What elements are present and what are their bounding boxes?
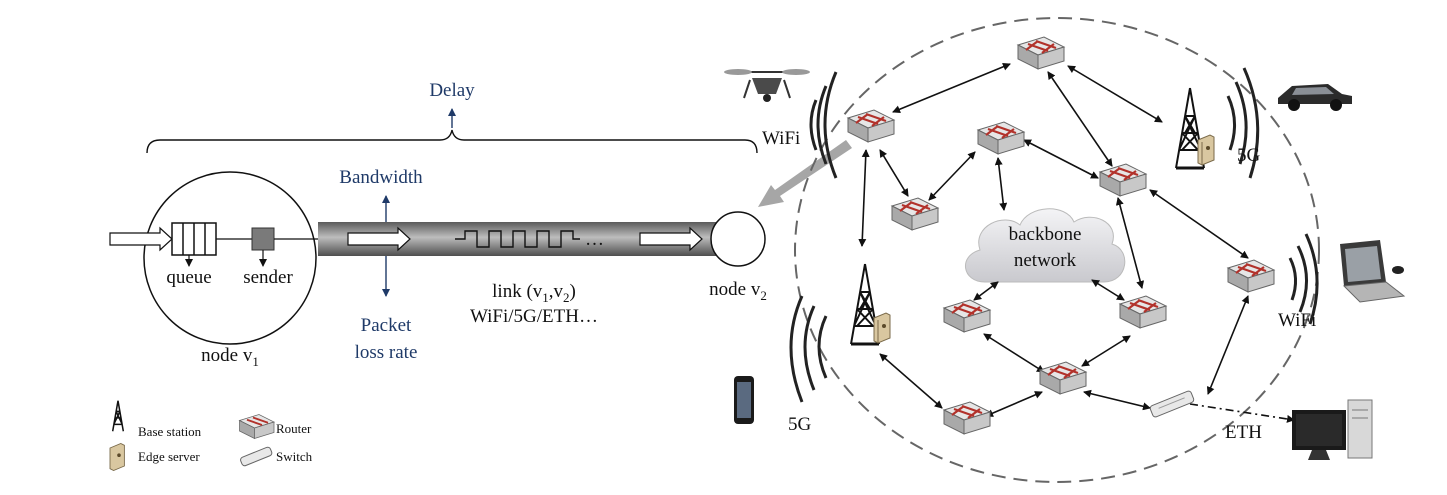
backbone-label-1: backbone bbox=[1009, 224, 1082, 245]
switch-icon bbox=[240, 446, 273, 467]
desktop-computer-icon bbox=[1292, 399, 1373, 460]
eth-label: ETH bbox=[1225, 422, 1262, 443]
queue-icon bbox=[171, 222, 217, 256]
packet-loss-label-1: Packet bbox=[361, 315, 412, 336]
legend-switch: Switch bbox=[276, 449, 313, 464]
wireless-signal-icon bbox=[809, 71, 838, 179]
queue-label: queue bbox=[166, 267, 211, 288]
backbone-cloud bbox=[964, 208, 1126, 283]
wireless-signal-icon bbox=[789, 295, 828, 403]
laptop-icon bbox=[1340, 240, 1406, 303]
switch-icon bbox=[1149, 390, 1195, 418]
bandwidth-label: Bandwidth bbox=[339, 167, 423, 188]
link-label: link (v1,v2) bbox=[492, 281, 576, 305]
wifi-right-label: WiFi bbox=[1278, 310, 1316, 331]
legend-router: Router bbox=[276, 421, 312, 436]
edge-server-icon bbox=[109, 443, 125, 471]
router-icon bbox=[238, 414, 276, 440]
input-arrow bbox=[109, 226, 173, 252]
router-icon bbox=[942, 298, 992, 334]
delay-brace bbox=[146, 129, 758, 154]
legend-edge-server: Edge server bbox=[138, 449, 200, 464]
wireless-signal-icon bbox=[1226, 67, 1260, 179]
router-icon bbox=[1226, 258, 1276, 294]
router-icon bbox=[976, 120, 1026, 156]
router-icon bbox=[1038, 360, 1088, 396]
node-v1-label: node v1 bbox=[201, 345, 259, 369]
wireless-signal-icon bbox=[1288, 233, 1319, 325]
network-boundary bbox=[794, 17, 1320, 483]
router-icon bbox=[1016, 35, 1066, 71]
packet-arrow-2 bbox=[639, 226, 703, 252]
smartphone-icon bbox=[734, 376, 754, 424]
5g-bottom-label: 5G bbox=[788, 414, 812, 435]
node-v2-circle bbox=[710, 211, 766, 267]
legend: Base station Edge server Router Switch bbox=[109, 400, 313, 471]
node-v2-label: node v2 bbox=[709, 279, 767, 303]
sender-icon bbox=[251, 227, 275, 251]
network-links bbox=[858, 62, 1295, 423]
edge-server-icon bbox=[1197, 134, 1215, 166]
zoom-arrow bbox=[758, 140, 852, 207]
router-icon bbox=[942, 400, 992, 436]
drone-icon bbox=[724, 69, 810, 102]
router-icon bbox=[846, 108, 896, 144]
base-station-icon bbox=[111, 400, 125, 432]
router-icon bbox=[1118, 294, 1168, 330]
signal-wave bbox=[455, 230, 580, 248]
packet-arrow-1 bbox=[347, 226, 411, 252]
wifi-left-label: WiFi bbox=[762, 128, 800, 149]
edge-server-icon bbox=[873, 312, 891, 344]
link-type-label: WiFi/5G/ETH… bbox=[470, 306, 598, 327]
delay-label: Delay bbox=[429, 80, 475, 101]
5g-top-label: 5G bbox=[1237, 145, 1261, 166]
router-icon bbox=[1098, 162, 1148, 198]
router-icon bbox=[890, 196, 940, 232]
sender-label: sender bbox=[243, 267, 293, 288]
packet-loss-label-2: loss rate bbox=[355, 342, 418, 363]
car-icon bbox=[1278, 84, 1352, 111]
legend-base-station: Base station bbox=[138, 424, 202, 439]
backbone-label-2: network bbox=[1014, 250, 1077, 271]
link-ellipsis: … bbox=[585, 229, 604, 250]
node-v1-circle bbox=[143, 171, 317, 345]
